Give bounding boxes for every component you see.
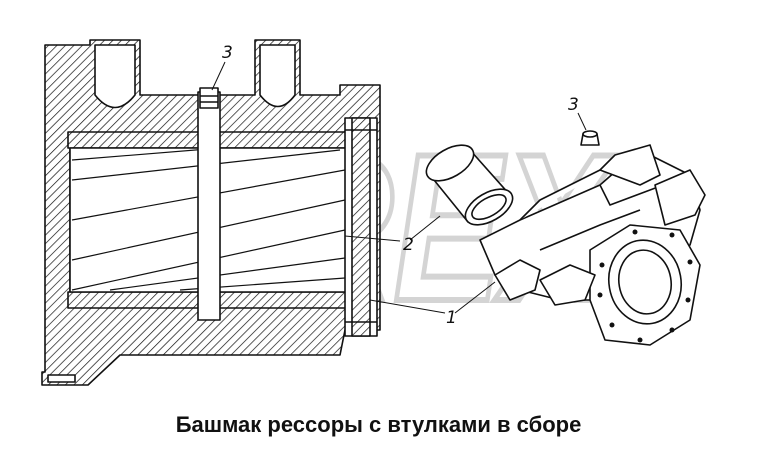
leader-lines — [211, 61, 587, 314]
flange-bolt-holes — [597, 229, 693, 343]
callout-3-right: 3 — [568, 95, 579, 115]
grease-nipple-section — [199, 87, 219, 109]
callout-2: 2 — [403, 235, 414, 255]
grease-channel — [197, 91, 221, 321]
callout-3-left: 3 — [222, 43, 233, 63]
grease-nipple-part — [580, 130, 600, 146]
bracket-section-view — [41, 39, 381, 386]
bushing-part — [425, 144, 514, 226]
callout-1: 1 — [446, 308, 457, 328]
spring-bracket-part — [479, 144, 706, 346]
figure-caption: Башмак рессоры с втулками в сборе — [175, 412, 582, 437]
assembly-drawing: OREX — [41, 39, 706, 386]
exploded-view — [425, 130, 706, 346]
